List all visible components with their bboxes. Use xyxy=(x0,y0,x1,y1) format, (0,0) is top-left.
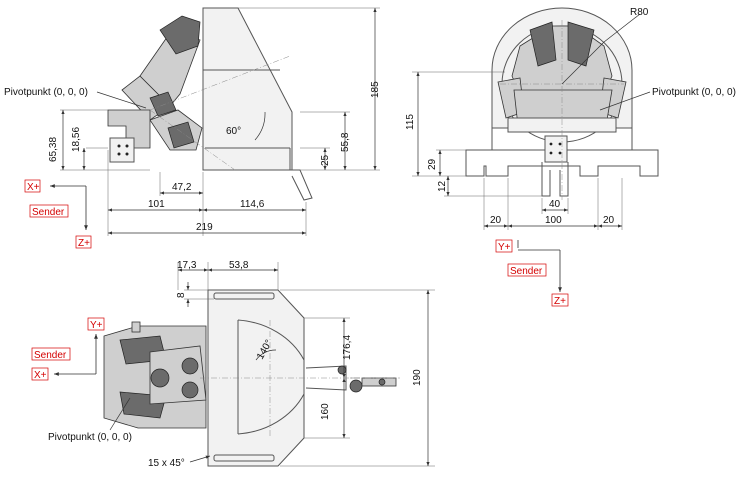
side-mount-foot xyxy=(290,169,313,201)
top-dim-1764: 176,4 xyxy=(342,335,353,360)
side-mount-body xyxy=(202,7,293,171)
top-dim-8: 8 xyxy=(176,292,187,298)
front-base xyxy=(465,149,659,177)
side-dim-472: 47,2 xyxy=(172,182,192,193)
front-dim-20-right: 20 xyxy=(603,215,615,226)
front-dim-40: 40 xyxy=(549,199,561,210)
side-axis-z: Z+ xyxy=(78,238,90,249)
side-mechanism xyxy=(107,15,203,163)
top-axis-x: X+ xyxy=(34,370,47,381)
side-angle-60: 60° xyxy=(226,126,241,137)
front-dim-12: 12 xyxy=(437,180,448,192)
side-dim-185: 185 xyxy=(370,81,381,98)
top-dim-538: 53,8 xyxy=(229,260,249,271)
top-dim-190: 190 xyxy=(412,369,423,386)
top-axis-sender: Sender xyxy=(34,350,67,361)
side-dim-25: 25 xyxy=(320,154,331,166)
side-dim-1146: 114,6 xyxy=(240,199,265,210)
side-axis-x: X+ xyxy=(27,182,40,193)
front-axis-z: Z+ xyxy=(554,296,566,307)
top-pivot-label: Pivotpunkt (0, 0, 0) xyxy=(48,432,132,443)
side-view: 60° 185 55,8 25 65,38 18,56 47,2 101 114… xyxy=(4,7,381,249)
side-dim-558: 55,8 xyxy=(340,132,351,152)
front-dim-20-left: 20 xyxy=(490,215,502,226)
side-pivot-label: Pivotpunkt (0, 0, 0) xyxy=(4,87,88,98)
top-axis-y: Y+ xyxy=(90,320,103,331)
front-axis-sender: Sender xyxy=(510,266,543,277)
side-axis-triad: X+ Sender Z+ xyxy=(24,179,92,249)
top-dim-160: 160 xyxy=(320,403,331,420)
front-axis-y: Y+ xyxy=(498,242,511,253)
top-chamfer: 15 x 45° xyxy=(148,458,185,469)
top-arc xyxy=(237,319,305,435)
front-dim-100: 100 xyxy=(545,215,562,226)
side-dim-1856: 18,56 xyxy=(71,127,82,152)
front-dim-29: 29 xyxy=(427,158,438,170)
top-axis-triad: Y+ Sender X+ xyxy=(31,317,105,381)
side-dim-219: 219 xyxy=(196,222,213,233)
side-axis-sender: Sender xyxy=(32,207,65,218)
side-dim-6538: 65,38 xyxy=(48,137,59,162)
top-mechanism xyxy=(103,321,397,429)
top-dim-173: 17,3 xyxy=(177,260,197,271)
front-axis-triad: Y+ Sender Z+ xyxy=(495,239,569,307)
front-pivot-label: Pivotpunkt (0, 0, 0) xyxy=(652,87,736,98)
side-dim-101: 101 xyxy=(148,199,165,210)
front-dim-r80: R80 xyxy=(630,7,649,18)
front-view: R80 115 29 12 40 20 100 20 Pivotpunkt (0… xyxy=(405,7,736,307)
side-mount-inner xyxy=(203,69,291,170)
top-view: 17,3 53,8 8 176,4 160 190 140° 15 x 45° … xyxy=(31,260,435,469)
front-dim-115: 115 xyxy=(405,114,416,130)
